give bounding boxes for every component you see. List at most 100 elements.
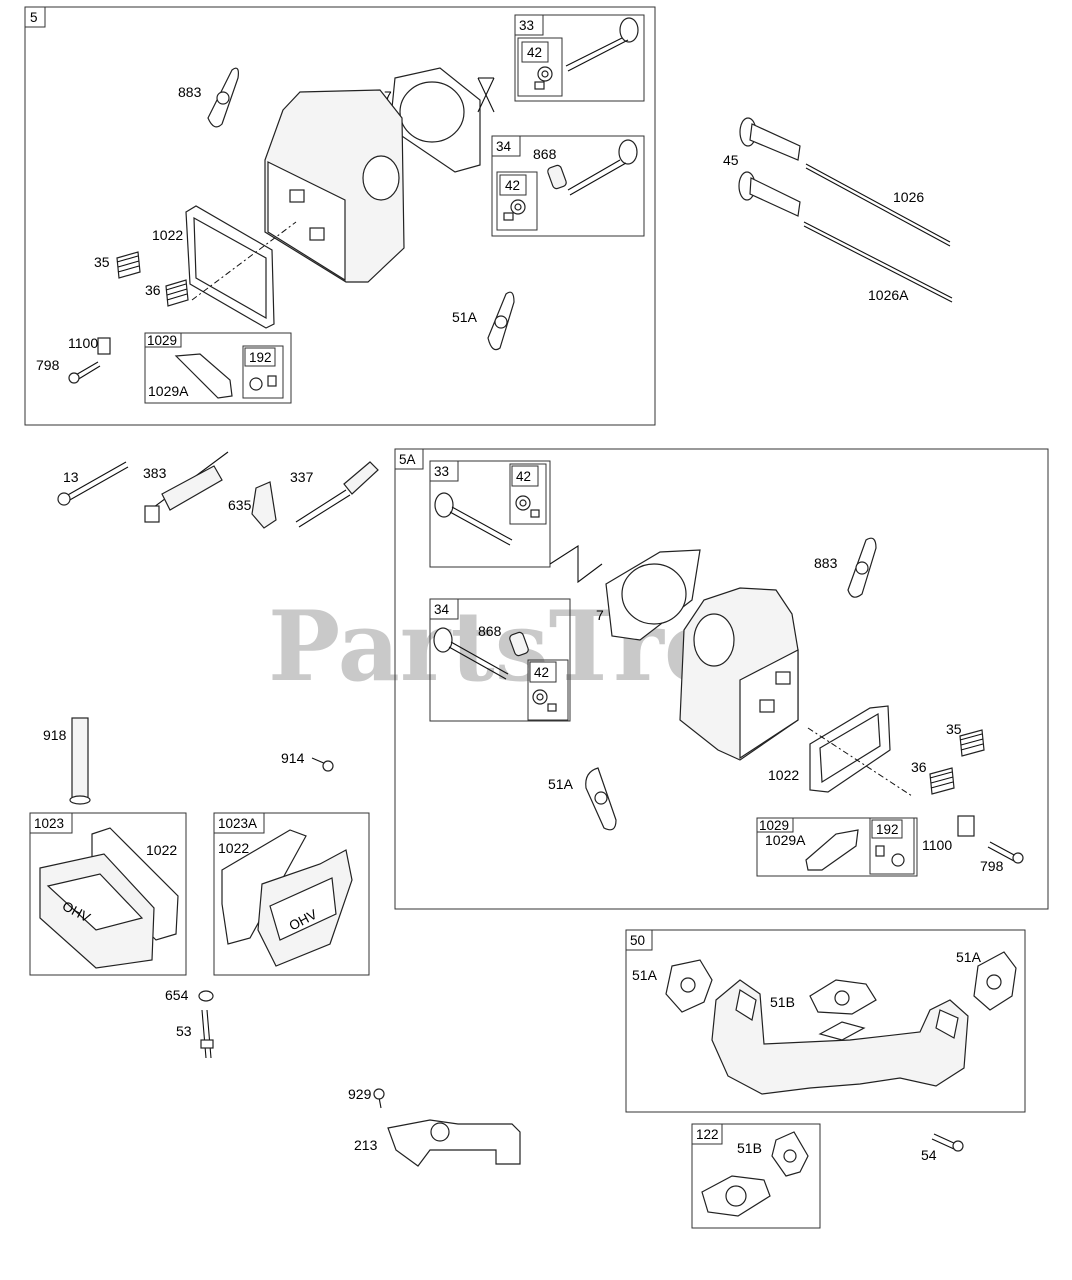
rocker-cover-1023[interactable]: OHV bbox=[39, 853, 155, 969]
rocker-cover-1023A[interactable]: OHV bbox=[257, 849, 353, 967]
part-label-798[interactable]: 798 bbox=[36, 357, 60, 373]
valve-guide-part-2[interactable] bbox=[509, 631, 530, 657]
bolt-798[interactable] bbox=[68, 361, 101, 384]
part-label-1100-lower[interactable]: 1100 bbox=[922, 837, 952, 853]
intake-gasket-883[interactable] bbox=[207, 67, 239, 128]
valve-keeper-part-4[interactable] bbox=[532, 689, 557, 712]
rocker-gasket-1022-lower[interactable] bbox=[807, 705, 913, 797]
screw-929[interactable] bbox=[373, 1088, 385, 1109]
part-label-36[interactable]: 36 bbox=[145, 282, 161, 298]
valve-part-4[interactable] bbox=[433, 627, 509, 680]
part-label-7-lower[interactable]: 7 bbox=[596, 607, 604, 623]
push-rod-1026A[interactable] bbox=[803, 221, 953, 303]
valve-guide-part[interactable] bbox=[547, 164, 568, 190]
group-42-tag-4[interactable]: 42 bbox=[534, 665, 549, 680]
spring-36[interactable] bbox=[165, 279, 189, 307]
stud-53[interactable] bbox=[200, 1009, 214, 1059]
intake-gasket-883-lower[interactable] bbox=[847, 537, 877, 598]
group-1029-tag[interactable]: 1029 bbox=[147, 333, 177, 348]
bracket-213[interactable] bbox=[387, 1119, 521, 1167]
spring-35[interactable] bbox=[116, 251, 141, 279]
part-label-1026A[interactable]: 1026A bbox=[868, 287, 909, 303]
group-192-tag-2[interactable]: 192 bbox=[876, 822, 899, 837]
spark-plug-cap-635[interactable] bbox=[251, 481, 277, 529]
exhaust-gasket-51A-right[interactable] bbox=[973, 951, 1017, 1011]
part-label-1029A-lower[interactable]: 1029A bbox=[765, 832, 806, 848]
screw-914[interactable] bbox=[311, 757, 334, 772]
part-label-918[interactable]: 918 bbox=[43, 727, 67, 743]
group-42-tag-3[interactable]: 42 bbox=[516, 469, 531, 484]
nut-part[interactable] bbox=[249, 375, 277, 391]
part-label-35-lower[interactable]: 35 bbox=[946, 721, 962, 737]
cylinder-head-upper[interactable] bbox=[264, 89, 405, 283]
part-label-213[interactable]: 213 bbox=[354, 1137, 378, 1153]
nut-part-2[interactable] bbox=[875, 845, 905, 867]
group-1023-tag[interactable]: 1023 bbox=[34, 816, 64, 831]
rocker-stud-1100-lower[interactable] bbox=[957, 815, 975, 837]
nut-654[interactable] bbox=[198, 990, 214, 1002]
part-label-914[interactable]: 914 bbox=[281, 750, 305, 766]
part-label-868-lower[interactable]: 868 bbox=[478, 623, 502, 639]
part-label-1100[interactable]: 1100 bbox=[68, 335, 98, 351]
bolt-13[interactable] bbox=[57, 461, 129, 506]
exhaust-manifold[interactable] bbox=[711, 979, 969, 1095]
part-label-51A-lower[interactable]: 51A bbox=[548, 776, 574, 792]
part-label-51A-right[interactable]: 51A bbox=[956, 949, 982, 965]
spring-35-lower[interactable] bbox=[959, 729, 985, 757]
part-label-635[interactable]: 635 bbox=[228, 497, 252, 513]
part-label-337[interactable]: 337 bbox=[290, 469, 314, 485]
part-label-51B[interactable]: 51B bbox=[770, 994, 795, 1010]
group-122-tag[interactable]: 122 bbox=[696, 1127, 719, 1142]
part-label-929[interactable]: 929 bbox=[348, 1086, 372, 1102]
group-42-tag-2[interactable]: 42 bbox=[505, 178, 520, 193]
part-label-1022-cover-2[interactable]: 1022 bbox=[218, 840, 249, 856]
group-50-tag[interactable]: 50 bbox=[630, 933, 645, 948]
group-1023A-tag[interactable]: 1023A bbox=[218, 816, 257, 831]
group-34-tag-2[interactable]: 34 bbox=[434, 602, 450, 617]
group-5-tag[interactable]: 5 bbox=[30, 10, 38, 25]
part-label-53[interactable]: 53 bbox=[176, 1023, 192, 1039]
part-label-654[interactable]: 654 bbox=[165, 987, 189, 1003]
group-1029-tag-2[interactable]: 1029 bbox=[759, 818, 789, 833]
group-33-tag-2[interactable]: 33 bbox=[434, 464, 449, 479]
bolt-798-lower[interactable] bbox=[987, 841, 1024, 864]
valve-part[interactable] bbox=[565, 17, 639, 72]
exhaust-flange-part[interactable] bbox=[701, 1175, 771, 1217]
group-192-tag[interactable]: 192 bbox=[249, 350, 272, 365]
valve-part-3[interactable] bbox=[434, 492, 513, 546]
spring-36-lower[interactable] bbox=[929, 767, 955, 795]
part-label-1029A[interactable]: 1029A bbox=[148, 383, 189, 399]
valve-keeper-part[interactable] bbox=[534, 66, 553, 90]
valve-keeper-part-3[interactable] bbox=[515, 495, 540, 518]
part-label-54[interactable]: 54 bbox=[921, 1147, 937, 1163]
part-label-45[interactable]: 45 bbox=[723, 152, 739, 168]
exhaust-gasket-51B-kit[interactable] bbox=[771, 1131, 809, 1177]
group-34-tag[interactable]: 34 bbox=[496, 139, 512, 154]
exhaust-gasket-51B[interactable] bbox=[809, 979, 877, 1015]
part-label-798-lower[interactable]: 798 bbox=[980, 858, 1004, 874]
breather-tube-383[interactable] bbox=[144, 451, 229, 523]
rocker-stud-1100[interactable] bbox=[97, 337, 111, 355]
tappet-45[interactable] bbox=[738, 117, 801, 217]
part-label-36-lower[interactable]: 36 bbox=[911, 759, 927, 775]
bolt-54[interactable] bbox=[931, 1133, 964, 1152]
group-33-tag[interactable]: 33 bbox=[519, 18, 534, 33]
part-label-51A[interactable]: 51A bbox=[452, 309, 478, 325]
cylinder-head-lower[interactable] bbox=[679, 587, 799, 761]
valve-part-2[interactable] bbox=[567, 139, 638, 196]
rocker-arm-1029A-lower[interactable] bbox=[805, 829, 859, 871]
head-gasket-7[interactable] bbox=[389, 67, 495, 173]
spark-plug-337[interactable] bbox=[295, 461, 379, 528]
part-label-13[interactable]: 13 bbox=[63, 469, 79, 485]
part-label-51A-left[interactable]: 51A bbox=[632, 967, 658, 983]
part-label-383[interactable]: 383 bbox=[143, 465, 167, 481]
part-label-868[interactable]: 868 bbox=[533, 146, 557, 162]
exhaust-gasket-51A-left[interactable] bbox=[665, 959, 713, 1013]
exhaust-gasket-51A-lower[interactable] bbox=[585, 767, 617, 831]
group-42-tag[interactable]: 42 bbox=[527, 45, 542, 60]
head-gasket-7-lower[interactable] bbox=[605, 549, 701, 641]
part-label-7[interactable]: 7 bbox=[384, 88, 392, 104]
valve-keeper-part-2[interactable] bbox=[503, 199, 526, 221]
rocker-arm-1029A[interactable] bbox=[174, 353, 233, 399]
group-5A-tag[interactable]: 5A bbox=[399, 452, 416, 467]
